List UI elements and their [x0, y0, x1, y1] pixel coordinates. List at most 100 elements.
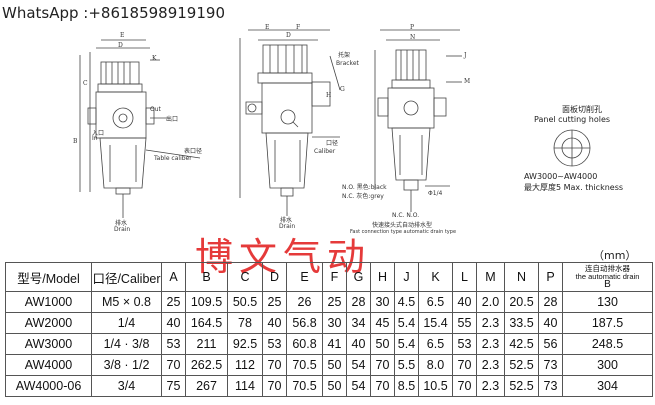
- table-cell: 40: [538, 312, 563, 334]
- model-cell: AW3000: [5, 333, 92, 355]
- label-H-mid: H: [326, 92, 332, 99]
- table-cell: 45: [370, 312, 395, 334]
- label-E-mid: E: [265, 24, 270, 31]
- table-cell: 55: [452, 312, 477, 334]
- table-cell: 28: [538, 291, 563, 313]
- label-D-left: D: [118, 42, 123, 49]
- right-knob: [395, 49, 427, 81]
- table-header-cell: E: [286, 262, 323, 292]
- technical-drawing: [79, 29, 591, 218]
- left-bowl: [99, 137, 147, 189]
- table-cell: 70: [262, 375, 287, 397]
- label-out-cn: 出口: [166, 116, 179, 123]
- label-out-en: Out: [150, 106, 161, 113]
- table-cell: 20.5: [504, 291, 539, 313]
- label-P-right: P: [410, 24, 415, 31]
- table-cell: 1/4 · 3/8: [91, 333, 162, 355]
- table-cell: 40: [161, 312, 186, 334]
- label-G-mid: G: [340, 86, 345, 93]
- table-cell: 6.5: [418, 333, 453, 355]
- table-header-drain-b: B: [604, 279, 611, 290]
- table-cell: 5.4: [394, 312, 419, 334]
- table-cell: 70: [452, 375, 477, 397]
- table-cell: 70.5: [286, 375, 323, 397]
- label-drain-cn-mid: 排水: [280, 217, 293, 224]
- right-bowl: [391, 127, 431, 181]
- label-J-right: J: [464, 52, 467, 59]
- table-cell: 1/4: [91, 312, 162, 334]
- table-cell: 34: [346, 312, 371, 334]
- table-cell: 164.5: [185, 312, 228, 334]
- table-cell: 5.5: [394, 354, 419, 376]
- model-cell: AW1000: [5, 291, 92, 313]
- label-grey: N.C. 灰色:grey: [342, 193, 384, 200]
- panel-note-max-thickness: 最大厚度5 Max. thickness: [524, 183, 624, 192]
- label-M-right: M: [464, 78, 471, 85]
- table-cell: 70: [370, 354, 395, 376]
- table-cell: 248.5: [562, 333, 653, 355]
- table-cell: 130: [562, 291, 653, 313]
- table-cell: 2.3: [476, 333, 505, 355]
- model-cell: AW4000-06: [5, 375, 92, 397]
- table-cell: 50: [322, 354, 347, 376]
- table-cell: 52.5: [504, 375, 539, 397]
- table-cell: 75: [161, 375, 186, 397]
- table-cell: 8.0: [418, 354, 453, 376]
- panel-note-cn: 面板切削孔: [562, 105, 602, 114]
- table-cell: 211: [185, 333, 228, 355]
- table-header-cell: C: [227, 262, 263, 292]
- table-cell: 53: [262, 333, 287, 355]
- table-cell: 33.5: [504, 312, 539, 334]
- table-cell: 2.3: [476, 354, 505, 376]
- table-cell: 26: [286, 291, 323, 313]
- table-cell: 70: [452, 354, 477, 376]
- model-cell: AW4000: [5, 354, 92, 376]
- table-cell: 304: [562, 375, 653, 397]
- table-cell: 40: [262, 312, 287, 334]
- table-header-cell: 口径/Caliber: [91, 262, 162, 292]
- table-cell: 4.5: [394, 291, 419, 313]
- table-cell: 267: [185, 375, 228, 397]
- table-header-cell: M: [476, 262, 505, 292]
- table-cell: 25: [161, 291, 186, 313]
- label-phi: Φ1/4: [428, 190, 443, 197]
- table-header-cell: B: [185, 262, 228, 292]
- label-N-right: N: [410, 34, 416, 41]
- table-cell: 70.5: [286, 354, 323, 376]
- label-black: N.O. 黑色:black: [342, 184, 387, 191]
- table-cell: 187.5: [562, 312, 653, 334]
- table-cell: 53: [161, 333, 186, 355]
- table-header-cell: N: [504, 262, 539, 292]
- table-cell: 70: [161, 354, 186, 376]
- table-header-drain-en: the automatic drain: [575, 272, 640, 281]
- table-cell: 50: [322, 375, 347, 397]
- label-drain-cn-left: 排水: [115, 220, 128, 227]
- table-cell: 40: [452, 291, 477, 313]
- label-table-caliber-en: Table caliber: [154, 155, 192, 162]
- table-cell: 30: [370, 291, 395, 313]
- table-cell: 262.5: [185, 354, 228, 376]
- table-cell: 2.0: [476, 291, 505, 313]
- label-caliber-cn: 口径: [326, 140, 339, 147]
- label-C-left: C: [83, 80, 88, 87]
- table-cell: 41: [322, 333, 347, 355]
- table-header-cell: P: [538, 262, 563, 292]
- table-cell: 5.4: [394, 333, 419, 355]
- label-bracket-en: Bracket: [336, 60, 359, 67]
- table-cell: 50.5: [227, 291, 263, 313]
- table-cell: 30: [322, 312, 347, 334]
- table-cell: 54: [346, 354, 371, 376]
- left-knob: [100, 61, 140, 85]
- middle-body: [261, 82, 313, 134]
- label-in-cn: 入口: [92, 130, 105, 137]
- table-cell: 6.5: [418, 291, 453, 313]
- table-header-cell: A: [161, 262, 186, 292]
- label-nc-no: N.C. N.O.: [392, 212, 420, 219]
- table-cell: 3/8 · 1/2: [91, 354, 162, 376]
- right-body: [387, 87, 435, 129]
- table-cell: 15.4: [418, 312, 453, 334]
